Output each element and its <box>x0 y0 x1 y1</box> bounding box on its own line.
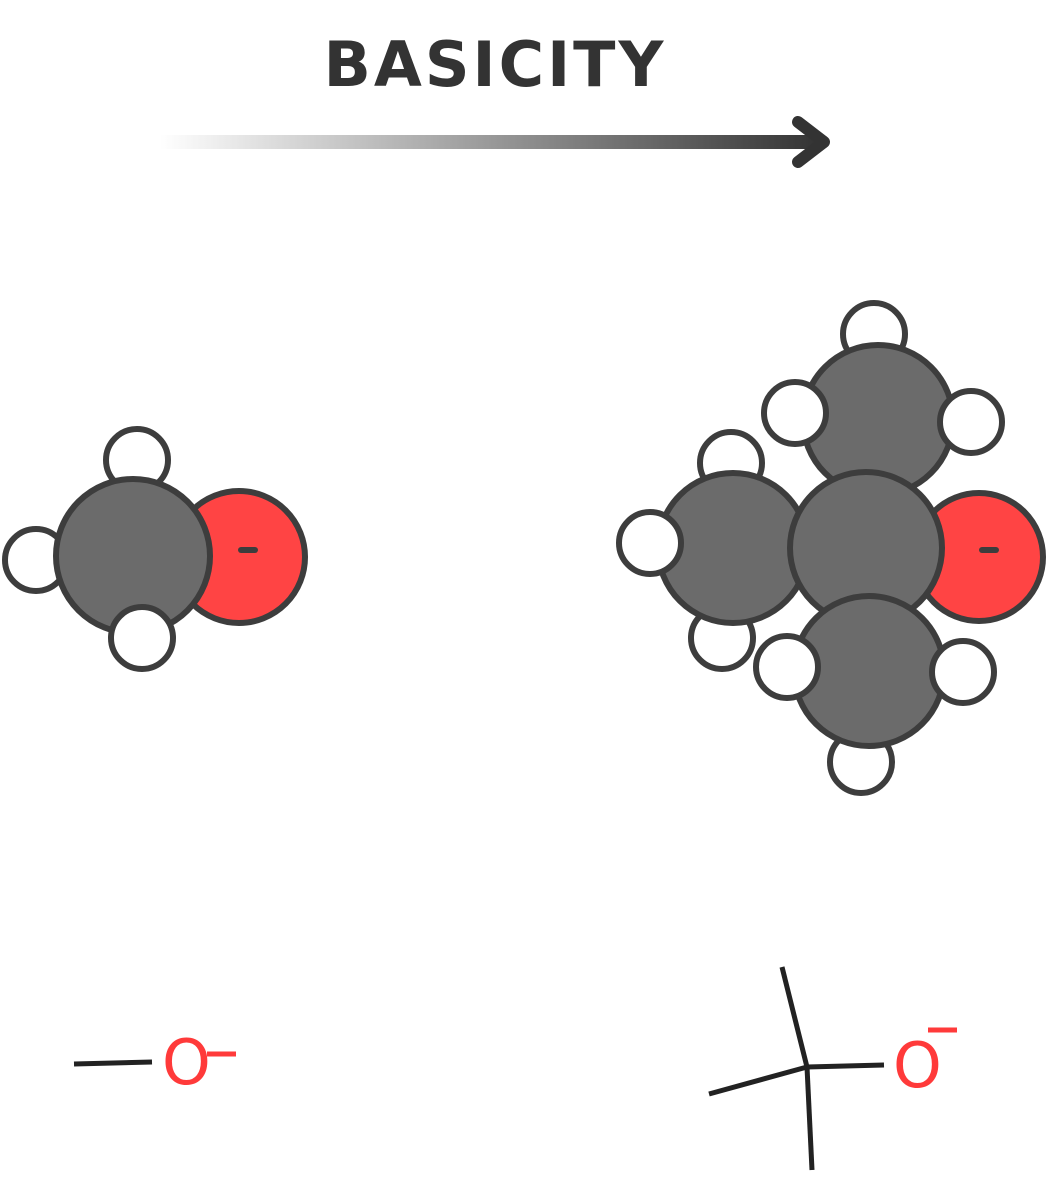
bond-line <box>779 966 810 1068</box>
bond-line <box>806 1062 885 1070</box>
basicity-arrow <box>153 116 830 168</box>
hydrogen-atom <box>761 379 829 447</box>
tert-butoxide-skeletal-formula: O <box>708 966 957 1171</box>
tert-butoxide-space-filling-model <box>616 300 1046 796</box>
basicity-arrow-head <box>792 116 830 168</box>
bond-line <box>708 1064 808 1097</box>
basicity-title: BASICITY <box>323 28 667 101</box>
hydrogen-atom <box>929 638 997 706</box>
hydrogen-atom <box>108 604 176 672</box>
hydrogen-atom <box>616 509 684 577</box>
oxygen-label: O <box>893 1029 942 1102</box>
methoxide-space-filling-model <box>2 426 308 672</box>
bond-line <box>73 1059 153 1067</box>
methoxide-skeletal-formula: O <box>73 1026 236 1099</box>
hydrogen-atom <box>937 388 1005 456</box>
bond-line <box>804 1066 815 1171</box>
oxygen-label: O <box>162 1026 211 1099</box>
hydrogen-atom <box>753 633 821 701</box>
